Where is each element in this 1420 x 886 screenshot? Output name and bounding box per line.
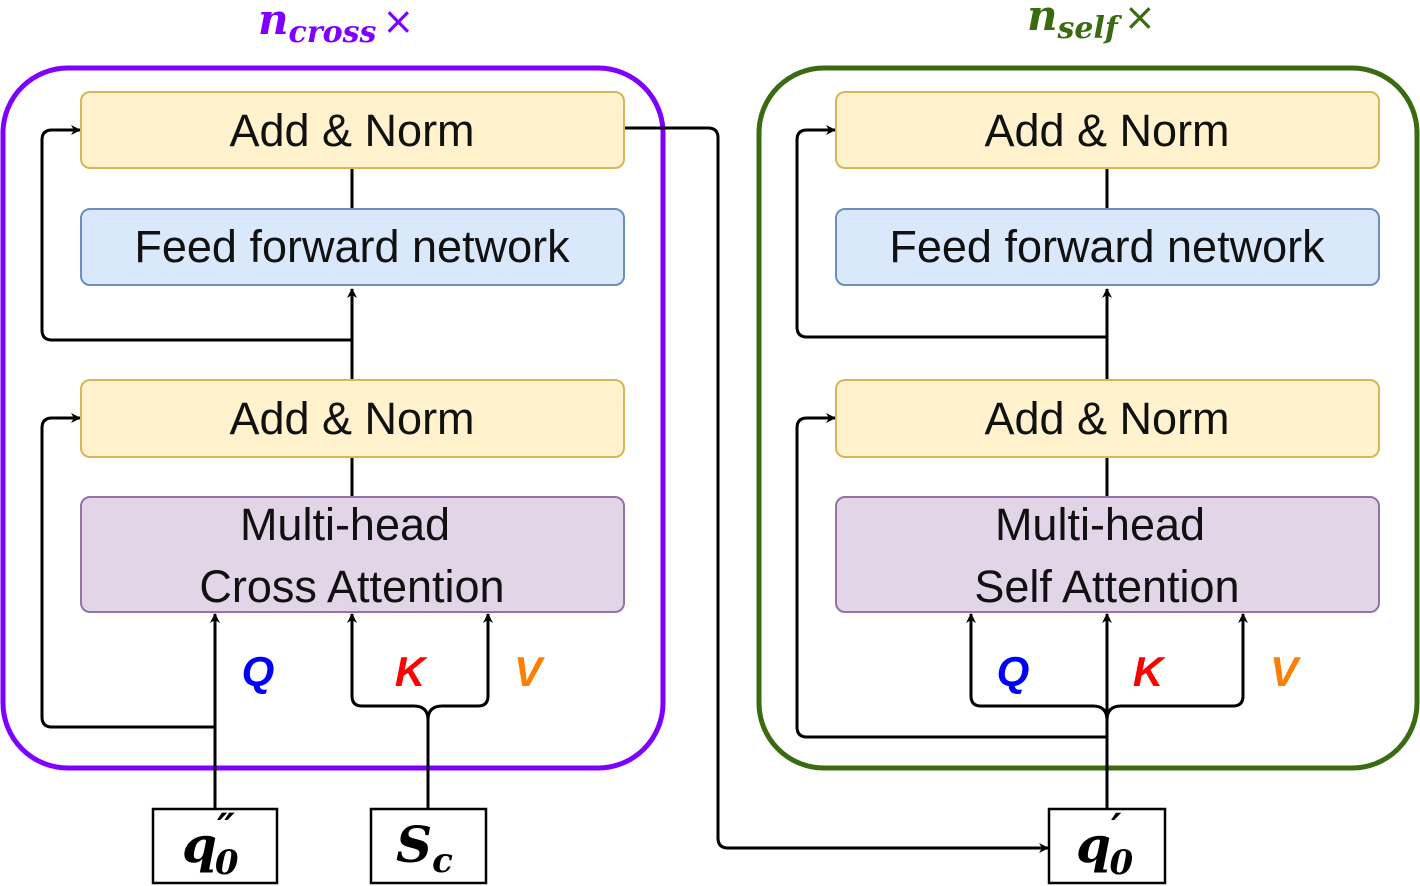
cross-ffn-box: [80, 208, 625, 286]
cross-connections: [40, 125, 1049, 853]
self-repeat-base: n: [1027, 0, 1058, 40]
q0-prime-input-box: [1047, 807, 1167, 885]
cross-add-norm-bottom-box: [80, 379, 625, 458]
self-ffn-box: [835, 208, 1380, 286]
cross-ffn-label: Feed forward network: [134, 221, 570, 272]
q0-prime-mark: ′: [1111, 805, 1122, 852]
self-q-label: Q: [997, 648, 1030, 696]
self-add-norm-bottom-box: [835, 379, 1380, 458]
cross-add-norm-bottom-label: Add & Norm: [229, 393, 474, 444]
self-k-label: K: [1133, 648, 1166, 695]
q0-double-prime-base: q: [182, 815, 217, 874]
q0-prime-base: q: [1076, 815, 1111, 874]
q0-double-prime-mark: ″: [217, 805, 235, 852]
cross-repeat-sub: cross: [289, 15, 377, 50]
sc-base: S: [396, 815, 432, 874]
self-attention-block-frame: [756, 65, 1420, 771]
cross-add-norm-top-box: [80, 91, 625, 169]
self-repeat-sub: self: [1057, 11, 1123, 46]
self-repeat-label: nself×: [1027, 0, 1156, 46]
q0-double-prime-label: q″0: [182, 805, 239, 883]
self-repeat-times: ×: [1124, 0, 1156, 39]
q0-double-prime-input-box: [151, 807, 279, 885]
self-attention-label-line2: Self Attention: [974, 561, 1239, 612]
cross-attention-label-line2: Cross Attention: [199, 561, 504, 612]
cross-add-norm-top-label: Add & Norm: [229, 105, 474, 156]
self-connections: [795, 125, 1248, 808]
cross-repeat-label: ncross×: [258, 0, 414, 50]
q0-double-prime-sub: 0: [215, 843, 239, 883]
cross-k-label: K: [395, 648, 428, 695]
sc-input-box: [369, 807, 488, 885]
cross-attention-box: [80, 496, 625, 613]
self-add-norm-top-box: [835, 91, 1380, 169]
cross-v-label: V: [514, 648, 545, 695]
sc-sub: c: [432, 841, 453, 881]
self-v-label: V: [1270, 648, 1301, 695]
self-add-norm-bottom-label: Add & Norm: [984, 393, 1229, 444]
self-add-norm-top-label: Add & Norm: [984, 105, 1229, 156]
q0-prime-sub: 0: [1110, 843, 1134, 883]
sc-label: Sc: [396, 815, 453, 881]
self-attention-box: [835, 496, 1380, 613]
cross-q-label: Q: [242, 648, 275, 696]
cross-attention-label-line1: Multi-head: [240, 499, 450, 550]
cross-attention-block-frame: [0, 65, 666, 771]
self-ffn-label: Feed forward network: [889, 221, 1325, 272]
cross-repeat-times: ×: [382, 0, 414, 43]
q0-prime-label: q′0: [1076, 805, 1134, 883]
self-attention-label-line1: Multi-head: [995, 499, 1205, 550]
cross-repeat-base: n: [258, 0, 289, 44]
